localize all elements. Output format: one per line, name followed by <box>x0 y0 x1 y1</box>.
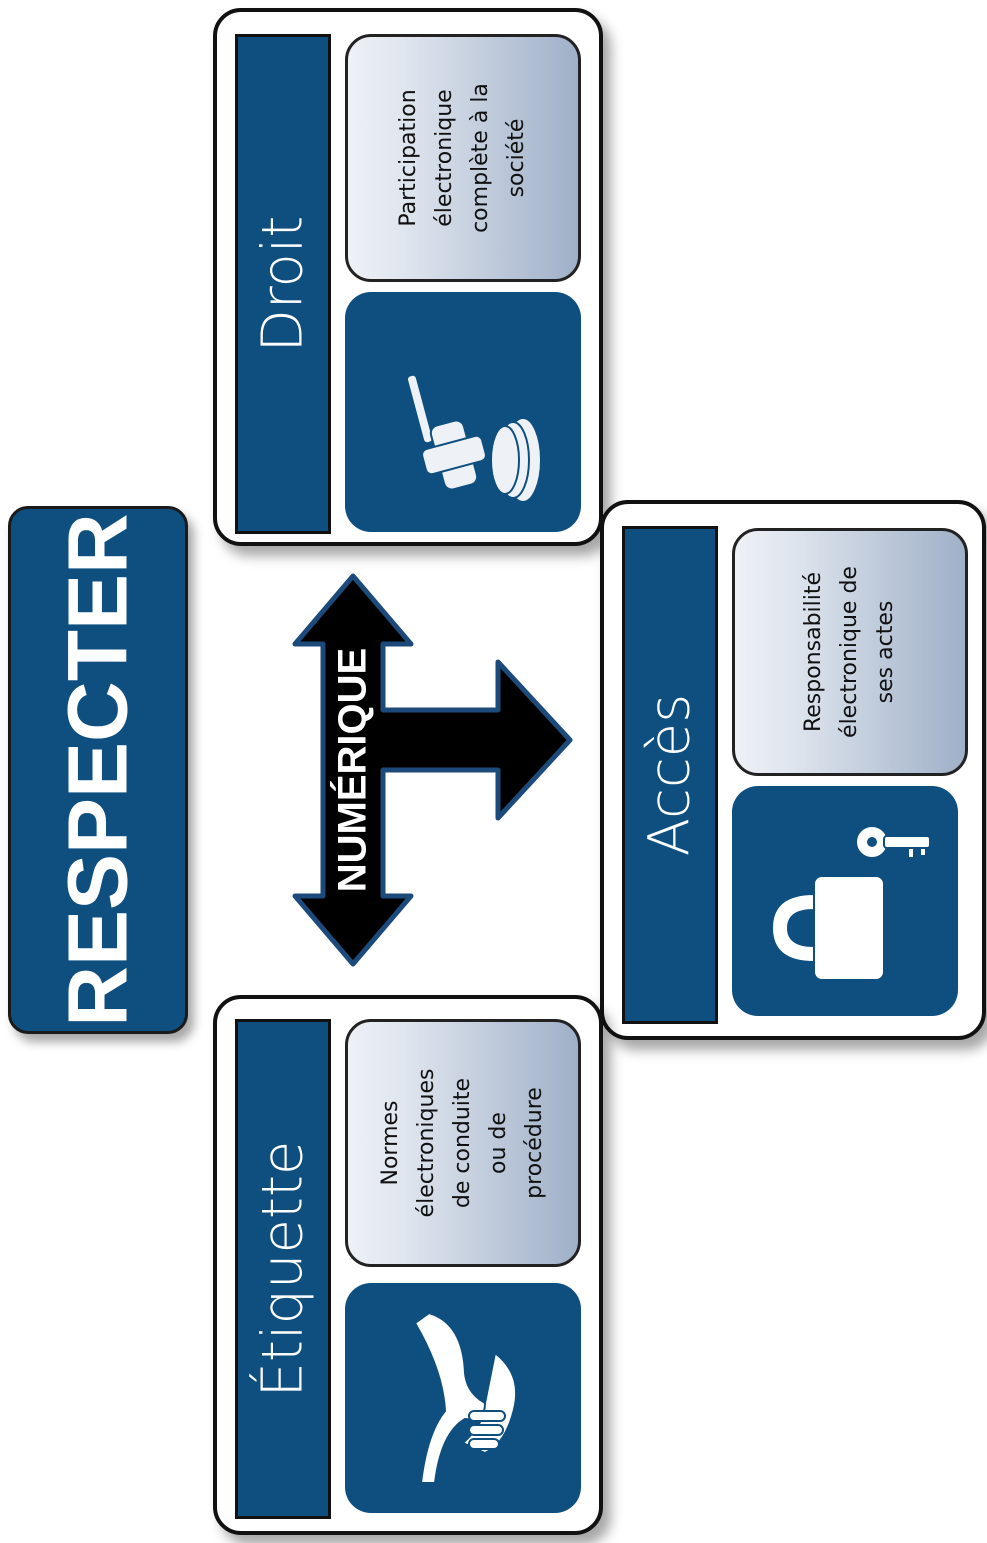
card-header-etiquette: Étiquette <box>235 1019 331 1519</box>
description-etiquette: Normes électroniques de conduite ou de p… <box>345 1019 581 1267</box>
gavel-icon <box>406 373 542 503</box>
diagram-title: RESPECTER <box>50 513 145 1027</box>
card-heading-acces: Accès <box>637 693 703 857</box>
card-etiquette: Étiquette Normes électroniques de condui… <box>213 995 603 1535</box>
card-heading-etiquette: Étiquette <box>250 1140 316 1398</box>
padlock-key-icon <box>770 825 931 981</box>
arrow-label: NUMÉRIQUE <box>330 647 375 893</box>
description-text-etiquette: Normes électroniques de conduite ou de p… <box>378 1068 547 1218</box>
card-header-droit: Droit <box>235 34 331 534</box>
title-banner: RESPECTER <box>8 506 188 1034</box>
description-text-droit: Participation électronique complète à la… <box>396 83 529 233</box>
card-droit: Droit Participation électronique complèt… <box>213 8 603 546</box>
icon-box-etiquette <box>345 1283 581 1513</box>
description-droit: Participation électronique complète à la… <box>345 34 581 282</box>
description-acces: Responsabilité électronique de ses actes <box>732 528 968 776</box>
handshake-icon <box>413 1311 517 1484</box>
arrow-label-area: NUMÉRIQUE <box>268 570 438 970</box>
card-acces: Accès Responsabilité électronique de ses… <box>600 500 986 1040</box>
icon-box-droit <box>345 292 581 532</box>
card-header-acces: Accès <box>622 526 718 1024</box>
description-text-acces: Responsabilité électronique de ses actes <box>801 566 898 738</box>
numerique-arrow <box>292 573 573 967</box>
icon-box-acces <box>732 786 958 1016</box>
card-heading-droit: Droit <box>250 215 316 353</box>
